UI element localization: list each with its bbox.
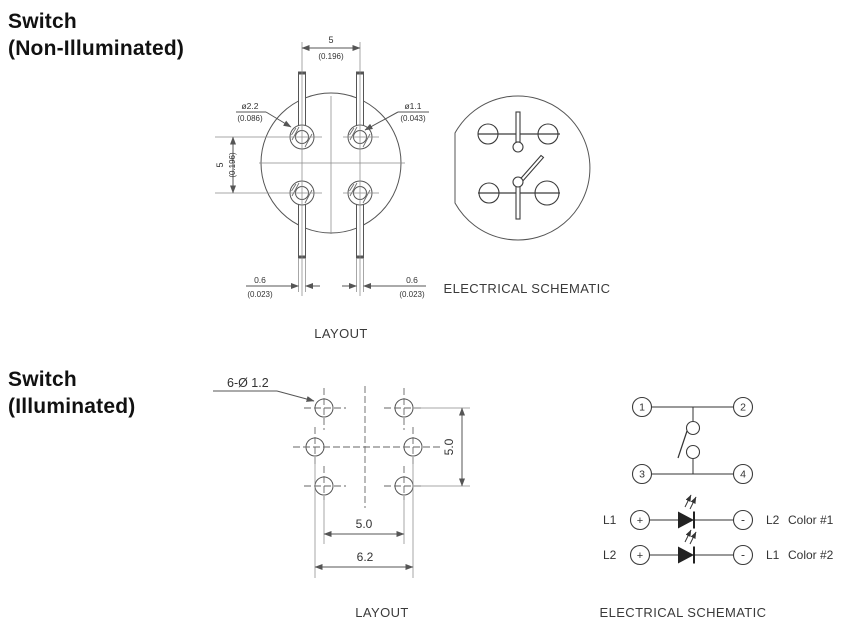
dim-value-in: (0.023) [247,290,273,299]
led1-anode-sign: + [637,515,643,527]
callout-holes: 6-Ø 1.2 [213,376,315,402]
non-illuminated-layout-drawing: 5 (0.196) 5 (0.196) ø2.2 (0.086) ø1.1 (0… [215,35,429,299]
terminal-3-label: 3 [639,469,645,481]
terminal-1-label: 1 [639,402,645,414]
terminal-2-label: 2 [740,402,746,414]
centerlines [293,386,441,508]
led-light-arrow [689,531,697,545]
dim-value-mm: ø2.2 [241,101,258,111]
led1-color-note: Color #1 [788,513,834,527]
led2-left-label: L2 [603,548,617,562]
dimension-pin-pitch-horizontal: 5 (0.196) [301,35,361,61]
caption-layout-non-illuminated: LAYOUT [314,326,368,341]
dimension-column-pitch: 5.0 [323,517,405,537]
dim-value-mm: 5 [215,162,225,167]
centerlines [215,42,405,296]
dim-value-mm: 5 [328,35,333,45]
caption-schematic-illuminated: ELECTRICAL SCHEMATIC [599,605,767,620]
terminal-4-label: 4 [740,469,746,481]
section-title-illuminated: Switch (Illuminated) [8,366,135,420]
holes-callout-text: 6-Ø 1.2 [227,376,269,390]
dimension-pin-pitch-vertical: 5 (0.196) [215,136,237,194]
led-circuit-2: L2 + - L1 Color #2 [603,529,834,566]
illuminated-layout-drawing: 6-Ø 1.2 5.0 5.0 6.2 [213,376,470,578]
dim-value: 5.0 [442,438,456,455]
non-illuminated-schematic-drawing [454,95,591,241]
title-line1: Switch [8,10,77,33]
dimension-outer-pitch: 6.2 [314,550,414,570]
callout-hole-diameter: ø1.1 (0.043) [364,101,429,131]
title-line2: (Illuminated) [8,395,136,418]
dimension-pin-width-right: 0.6 (0.023) [342,275,426,299]
led-light-arrow [684,494,692,508]
led-diode-symbol [678,546,694,564]
led-diode-symbol [678,511,694,529]
led1-left-label: L1 [603,513,617,527]
caption-schematic-non-illuminated: ELECTRICAL SCHEMATIC [443,281,611,296]
dim-value: 6.2 [357,550,374,564]
dim-value-mm: 0.6 [254,275,266,285]
switch-contacts [651,406,734,475]
led2-cathode-sign: - [741,548,745,562]
dimension-row-pitch: 5.0 [442,407,465,487]
led-circuit-1: L1 + - L2 Color #1 [603,494,834,531]
illuminated-schematic-drawing: 1 2 3 4 L1 + - L2 Color #1 L2 + [603,396,834,566]
extension-lines [314,407,470,578]
led1-cathode-sign: - [741,513,745,527]
caption-layout-illuminated: LAYOUT [355,605,409,620]
bottom-contact-row [478,176,560,220]
terminals: 1 2 3 4 [631,396,754,485]
dim-value-in: (0.196) [228,152,237,178]
dim-value-mm: 0.6 [406,275,418,285]
led-light-arrow [684,529,692,543]
section-title-non-illuminated: Switch (Non-Illuminated) [8,8,184,62]
dim-value-in: (0.023) [399,290,425,299]
led-light-arrow [689,496,697,510]
dimension-pin-width-left: 0.6 (0.023) [246,275,320,299]
dim-value-in: (0.086) [237,114,263,123]
led2-anode-sign: + [637,550,643,562]
callout-pad-diameter: ø2.2 (0.086) [236,101,292,128]
title-line1: Switch [8,368,77,391]
actuator-lever [518,154,545,184]
dim-value-in: (0.043) [400,114,426,123]
led2-right-label: L1 [766,548,780,562]
led1-right-label: L2 [766,513,780,527]
dim-value: 5.0 [356,517,373,531]
dim-value-mm: ø1.1 [404,101,421,111]
title-line2: (Non-Illuminated) [8,37,185,60]
dim-value-in: (0.196) [318,52,344,61]
top-contact-row [477,111,560,153]
switch-body-outline [454,95,591,241]
led2-color-note: Color #2 [788,548,834,562]
